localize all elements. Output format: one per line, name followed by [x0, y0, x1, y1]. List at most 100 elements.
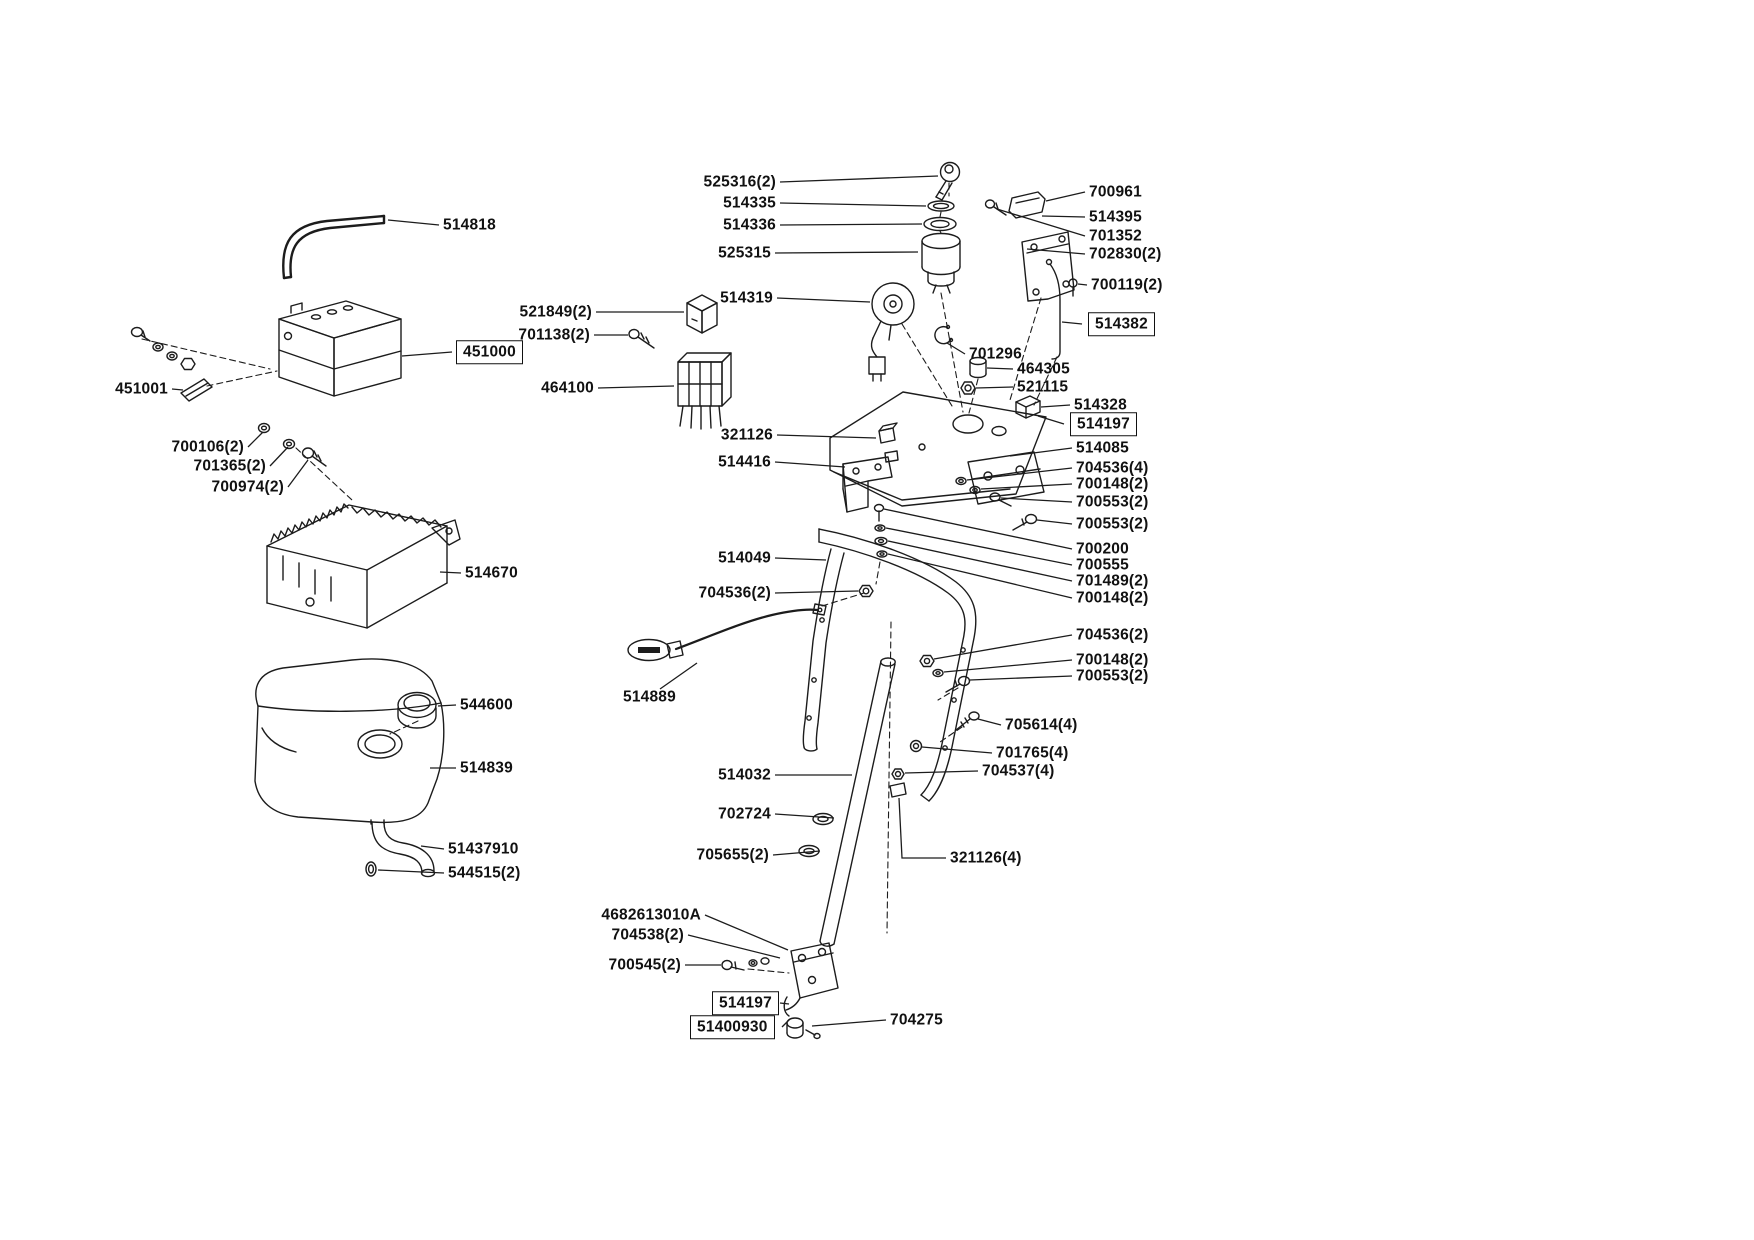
- part-label-514197: 514197: [1070, 412, 1137, 436]
- leader-line: [975, 386, 1014, 389]
- part-label-514085: 514085: [1076, 439, 1129, 457]
- part-label-7013652: 701365(2): [193, 457, 266, 475]
- leader-line: [969, 675, 1073, 681]
- part-label-7045362: 704536(2): [698, 584, 771, 602]
- part-label-7017654: 701765(4): [996, 744, 1069, 762]
- part-label-51400930: 51400930: [690, 1015, 775, 1039]
- part-label-7001482: 700148(2): [1076, 475, 1149, 493]
- part-label-702724: 702724: [718, 805, 771, 823]
- part-label-321126: 321126: [720, 426, 773, 444]
- leader-line: [774, 251, 919, 254]
- part-label-521115: 521115: [1017, 378, 1069, 396]
- latch-part-drawing: [1008, 191, 1046, 219]
- leader-line: [898, 797, 946, 859]
- ignition-key-drawing: [935, 161, 961, 201]
- part-label-451001: 451001: [115, 380, 168, 398]
- ignition-switch-drawing: [921, 232, 961, 294]
- part-label-7045364: 704536(4): [1076, 459, 1149, 477]
- part-label-514889: 514889: [623, 688, 676, 706]
- part-label-7045362: 704536(2): [1076, 626, 1149, 644]
- leader-line: [977, 718, 1002, 726]
- part-label-51437910: 51437910: [448, 840, 519, 858]
- shaft-fasteners-drawing: [889, 654, 980, 798]
- leader-line: [1061, 321, 1083, 325]
- leader-line: [269, 446, 289, 467]
- part-label-514382: 514382: [1088, 312, 1155, 336]
- leader-line: [1040, 404, 1071, 408]
- fuel-tank-drawing: [254, 658, 445, 825]
- leader-line: [776, 434, 877, 439]
- leader-line: [811, 1019, 887, 1027]
- tray-fastener-set-drawing: [257, 422, 327, 467]
- leader-line: [781, 1018, 791, 1028]
- part-label-7045382: 704538(2): [611, 926, 684, 944]
- battery-clamp-drawing: [180, 378, 213, 402]
- part-label-7009742: 700974(2): [211, 478, 284, 496]
- leader-line: [1009, 447, 1073, 457]
- part-label-7011382: 701138(2): [518, 326, 590, 344]
- leader-line: [387, 219, 440, 226]
- small-screw-drawing: [1068, 278, 1078, 297]
- leader-line: [287, 459, 309, 488]
- switch-mount-bracket-drawing: [842, 456, 893, 513]
- hold-down-rod-drawing: [282, 214, 386, 280]
- leader-line: [887, 540, 1073, 582]
- part-label-514336: 514336: [723, 216, 776, 234]
- leader-line: [247, 431, 264, 448]
- part-label-4682613010a: 4682613010A: [601, 906, 701, 924]
- part-label-5445152: 544515(2): [448, 864, 521, 882]
- leader-line: [887, 553, 1073, 599]
- part-label-7014892: 701489(2): [1076, 572, 1149, 590]
- fuel-cap-drawing: [397, 691, 437, 729]
- leader-line: [885, 527, 1073, 566]
- leader-line: [779, 202, 927, 207]
- leader-line: [921, 746, 993, 754]
- part-label-7001192: 700119(2): [1091, 276, 1163, 294]
- leader-line: [904, 770, 979, 774]
- grommet-drawing: [786, 1017, 821, 1040]
- part-label-701296: 701296: [969, 345, 1022, 363]
- hex-nut-drawing: [960, 381, 976, 395]
- handlebar-drawing: [802, 528, 977, 802]
- part-label-700555: 700555: [1076, 556, 1129, 574]
- leader-line: [597, 385, 675, 389]
- part-label-514335: 514335: [723, 194, 776, 212]
- leader-line: [779, 175, 939, 183]
- part-label-7001482: 700148(2): [1076, 651, 1149, 669]
- connector-block-drawing: [677, 352, 732, 430]
- connector-part-drawing: [1015, 395, 1041, 419]
- part-label-7005452: 700545(2): [608, 956, 681, 974]
- part-label-514328: 514328: [1074, 396, 1127, 414]
- part-label-7056144: 705614(4): [1005, 716, 1078, 734]
- part-label-701352: 701352: [1089, 227, 1142, 245]
- part-label-7028302: 702830(2): [1089, 245, 1162, 263]
- part-label-514416: 514416: [718, 453, 771, 471]
- part-label-514839: 514839: [460, 759, 513, 777]
- leader-line: [986, 367, 1014, 370]
- battery-tray-drawing: [266, 503, 461, 629]
- part-label-514032: 514032: [718, 766, 771, 784]
- relay-screw-drawing: [628, 328, 655, 349]
- leader-line: [1041, 215, 1086, 218]
- part-label-514319: 514319: [720, 289, 773, 307]
- console-panel-drawing: [829, 391, 1047, 507]
- key-ring-drawing: [927, 200, 955, 212]
- leader-line: [1077, 283, 1088, 286]
- leader-line: [1026, 248, 1086, 255]
- leader-line: [779, 223, 923, 226]
- leader-line: [883, 508, 1073, 550]
- handle-nut-drawing: [858, 584, 874, 598]
- part-label-544600: 544600: [460, 696, 513, 714]
- leader-line: [1037, 415, 1065, 425]
- part-label-7005532: 700553(2): [1076, 667, 1149, 685]
- lower-bracket-drawing: [783, 942, 839, 1017]
- choke-rod-drawing: [1045, 258, 1061, 360]
- part-label-5218492: 521849(2): [519, 303, 592, 321]
- leader-line: [774, 557, 827, 561]
- round-meter-drawing: [868, 282, 915, 382]
- leader-line: [437, 704, 457, 707]
